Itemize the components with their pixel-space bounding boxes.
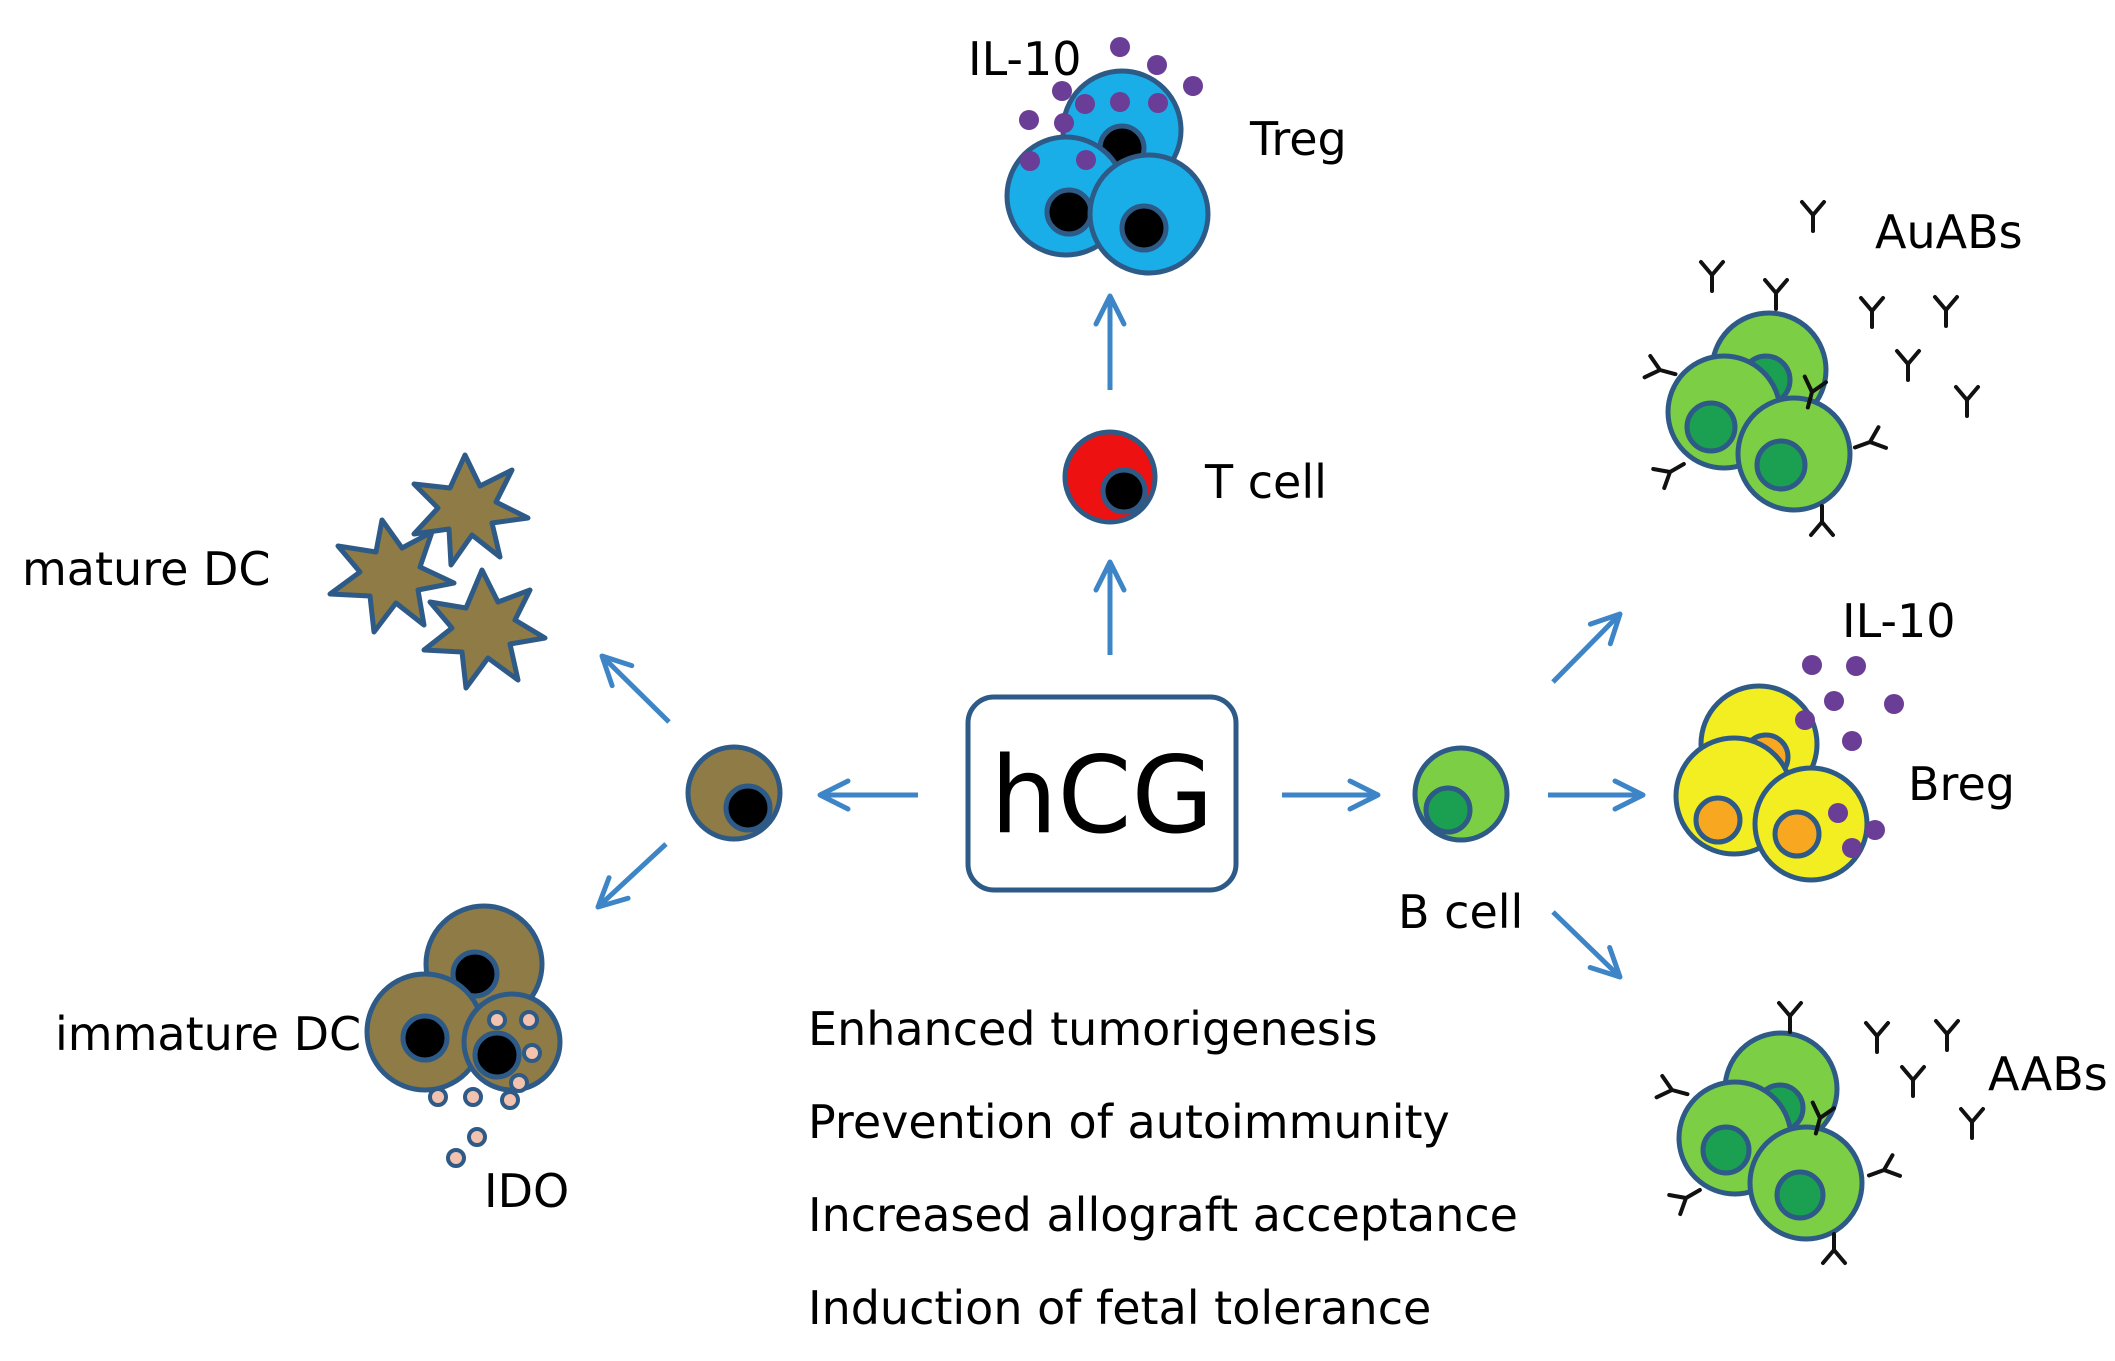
treg-il10-label: IL-10 bbox=[968, 32, 1082, 86]
outcome-item: Increased allograft acceptance bbox=[808, 1188, 1518, 1242]
breg-nucleus bbox=[1693, 795, 1743, 845]
breg-label: Breg bbox=[1908, 757, 2015, 811]
outcome-item: Prevention of autoimmunity bbox=[808, 1095, 1450, 1149]
treg-nucleus bbox=[1044, 187, 1094, 237]
aabs-cluster bbox=[1654, 1001, 1985, 1265]
b-cell-nucleus bbox=[1423, 785, 1473, 835]
ido-label: IDO bbox=[484, 1164, 569, 1218]
mature-dc-cell bbox=[421, 567, 548, 691]
t-cell bbox=[1062, 429, 1158, 525]
b-cell bbox=[1412, 745, 1510, 843]
b-cell-label: B cell bbox=[1398, 885, 1523, 939]
arrow-dc-to-mature-dc bbox=[599, 653, 671, 724]
mature-dc-cell bbox=[327, 517, 457, 635]
ido-dots bbox=[428, 1010, 542, 1168]
mature-dc-label: mature DC bbox=[22, 542, 271, 596]
dc-progenitor-nucleus bbox=[723, 783, 773, 833]
dc-progenitor bbox=[685, 744, 783, 842]
auabs-b-nucleus bbox=[1684, 400, 1738, 454]
hcg-box: hCG bbox=[965, 694, 1239, 893]
auabs-cluster bbox=[1642, 200, 1980, 537]
arrow-b-cell-to-auabs bbox=[1551, 611, 1623, 684]
t-cell-nucleus bbox=[1100, 467, 1148, 515]
immature-dc-nucleus bbox=[450, 949, 500, 999]
immature-dc-label: immature DC bbox=[55, 1007, 361, 1061]
aabs-label: AABs bbox=[1988, 1047, 2108, 1101]
outcome-item: Enhanced tumorigenesis bbox=[808, 1002, 1378, 1056]
arrow-b-cell-to-aabs bbox=[1551, 910, 1623, 980]
outcomes-list: Enhanced tumorigenesis Prevention of aut… bbox=[808, 1002, 1518, 1335]
outcome-item: Induction of fetal tolerance bbox=[808, 1281, 1431, 1335]
aabs-b-nucleus bbox=[1700, 1124, 1752, 1176]
arrows bbox=[595, 293, 1646, 980]
breg-il10-label: IL-10 bbox=[1842, 594, 1956, 648]
breg-cluster bbox=[1673, 655, 1904, 883]
breg-il10-dots bbox=[1795, 655, 1904, 858]
auabs-b-nucleus bbox=[1754, 438, 1808, 492]
treg-label: Treg bbox=[1249, 112, 1347, 166]
hcg-label: hCG bbox=[990, 734, 1213, 857]
immature-dc-cluster bbox=[364, 903, 563, 1168]
mature-dc-cluster bbox=[327, 452, 548, 691]
breg-nucleus bbox=[1772, 809, 1822, 859]
immature-dc-nucleus bbox=[472, 1030, 522, 1080]
treg-nucleus bbox=[1119, 203, 1169, 253]
t-cell-label: T cell bbox=[1204, 455, 1327, 509]
treg-cluster bbox=[1004, 37, 1211, 276]
immature-dc-nucleus bbox=[400, 1013, 450, 1063]
aabs-b-nucleus bbox=[1774, 1169, 1826, 1221]
auabs-label: AuABs bbox=[1875, 205, 2023, 259]
hcg-box-frame bbox=[965, 694, 1239, 893]
treg-il10-dots bbox=[1019, 37, 1203, 171]
arrow-dc-to-immature-dc bbox=[595, 842, 668, 910]
mature-dc-cell bbox=[411, 452, 531, 568]
